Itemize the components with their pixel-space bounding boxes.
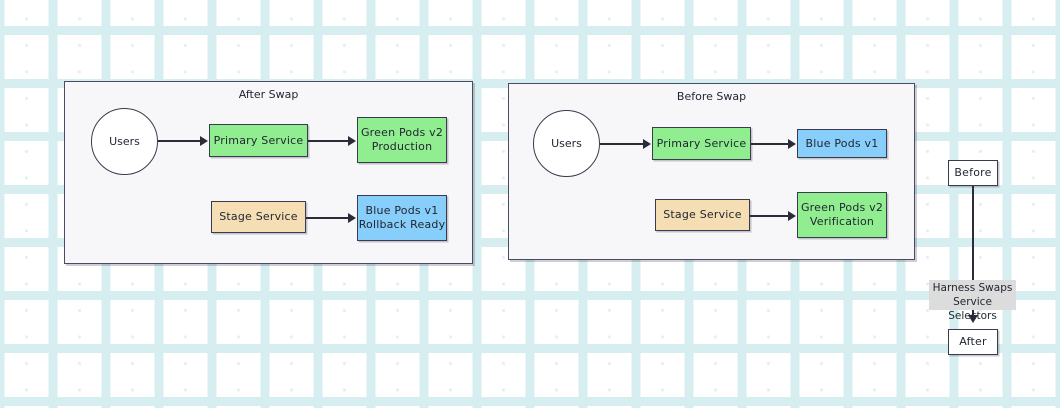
edge-users-to-primary-before (600, 143, 645, 145)
node-stage-service-after-label: Stage Service (219, 210, 298, 223)
arrowhead-primary-to-blue-pods-before (788, 139, 796, 149)
node-green-pods-before[interactable]: Green Pods v2 Verification (797, 192, 887, 238)
arrowhead-users-to-primary-after (200, 136, 208, 146)
node-users-after[interactable]: Users (91, 108, 158, 175)
node-stage-service-before-label: Stage Service (663, 208, 742, 221)
edge-label-harness-swaps: Harness Swaps Service Selectors (929, 280, 1016, 322)
node-primary-service-after-label: Primary Service (213, 133, 304, 147)
edge-stage-to-green-pods-before (750, 215, 789, 217)
node-primary-service-before-label: Primary Service (656, 136, 747, 150)
cluster-before-swap-title: Before Swap (676, 90, 747, 103)
node-blue-pods-after[interactable]: Blue Pods v1 Rollback Ready (357, 195, 447, 241)
cluster-after-swap-title: After Swap (238, 88, 299, 101)
node-stage-service-after[interactable]: Stage Service (211, 201, 306, 233)
edge-primary-to-green-pods-after (308, 140, 349, 142)
node-green-pods-before-label: Green Pods v2 Verification (800, 201, 884, 228)
arrowhead-before-to-after (968, 315, 978, 323)
node-users-before[interactable]: Users (533, 110, 600, 177)
node-stage-service-before[interactable]: Stage Service (655, 199, 750, 231)
edge-stage-to-blue-pods-after (306, 217, 349, 219)
node-green-pods-after[interactable]: Green Pods v2 Production (357, 117, 447, 163)
node-users-after-label: Users (109, 135, 140, 148)
edge-users-to-primary-after (158, 140, 202, 142)
node-blue-pods-after-label: Blue Pods v1 Rollback Ready (358, 204, 446, 231)
arrowhead-stage-to-blue-pods-after (348, 213, 356, 223)
node-blue-pods-before[interactable]: Blue Pods v1 (797, 129, 887, 158)
node-green-pods-after-label: Green Pods v2 Production (360, 126, 444, 153)
node-timeline-before[interactable]: Before (948, 160, 998, 186)
node-timeline-before-label: Before (954, 166, 992, 179)
edge-before-to-after (972, 186, 974, 319)
arrowhead-stage-to-green-pods-before (788, 211, 796, 221)
node-timeline-after-label: After (959, 335, 987, 348)
node-blue-pods-before-label: Blue Pods v1 (805, 136, 879, 150)
edge-primary-to-blue-pods-before (751, 143, 789, 145)
node-primary-service-after[interactable]: Primary Service (209, 124, 308, 157)
node-primary-service-before[interactable]: Primary Service (652, 127, 751, 160)
arrowhead-users-to-primary-before (643, 139, 651, 149)
node-users-before-label: Users (551, 137, 582, 150)
arrowhead-primary-to-green-pods-after (348, 136, 356, 146)
node-timeline-after[interactable]: After (948, 329, 998, 355)
